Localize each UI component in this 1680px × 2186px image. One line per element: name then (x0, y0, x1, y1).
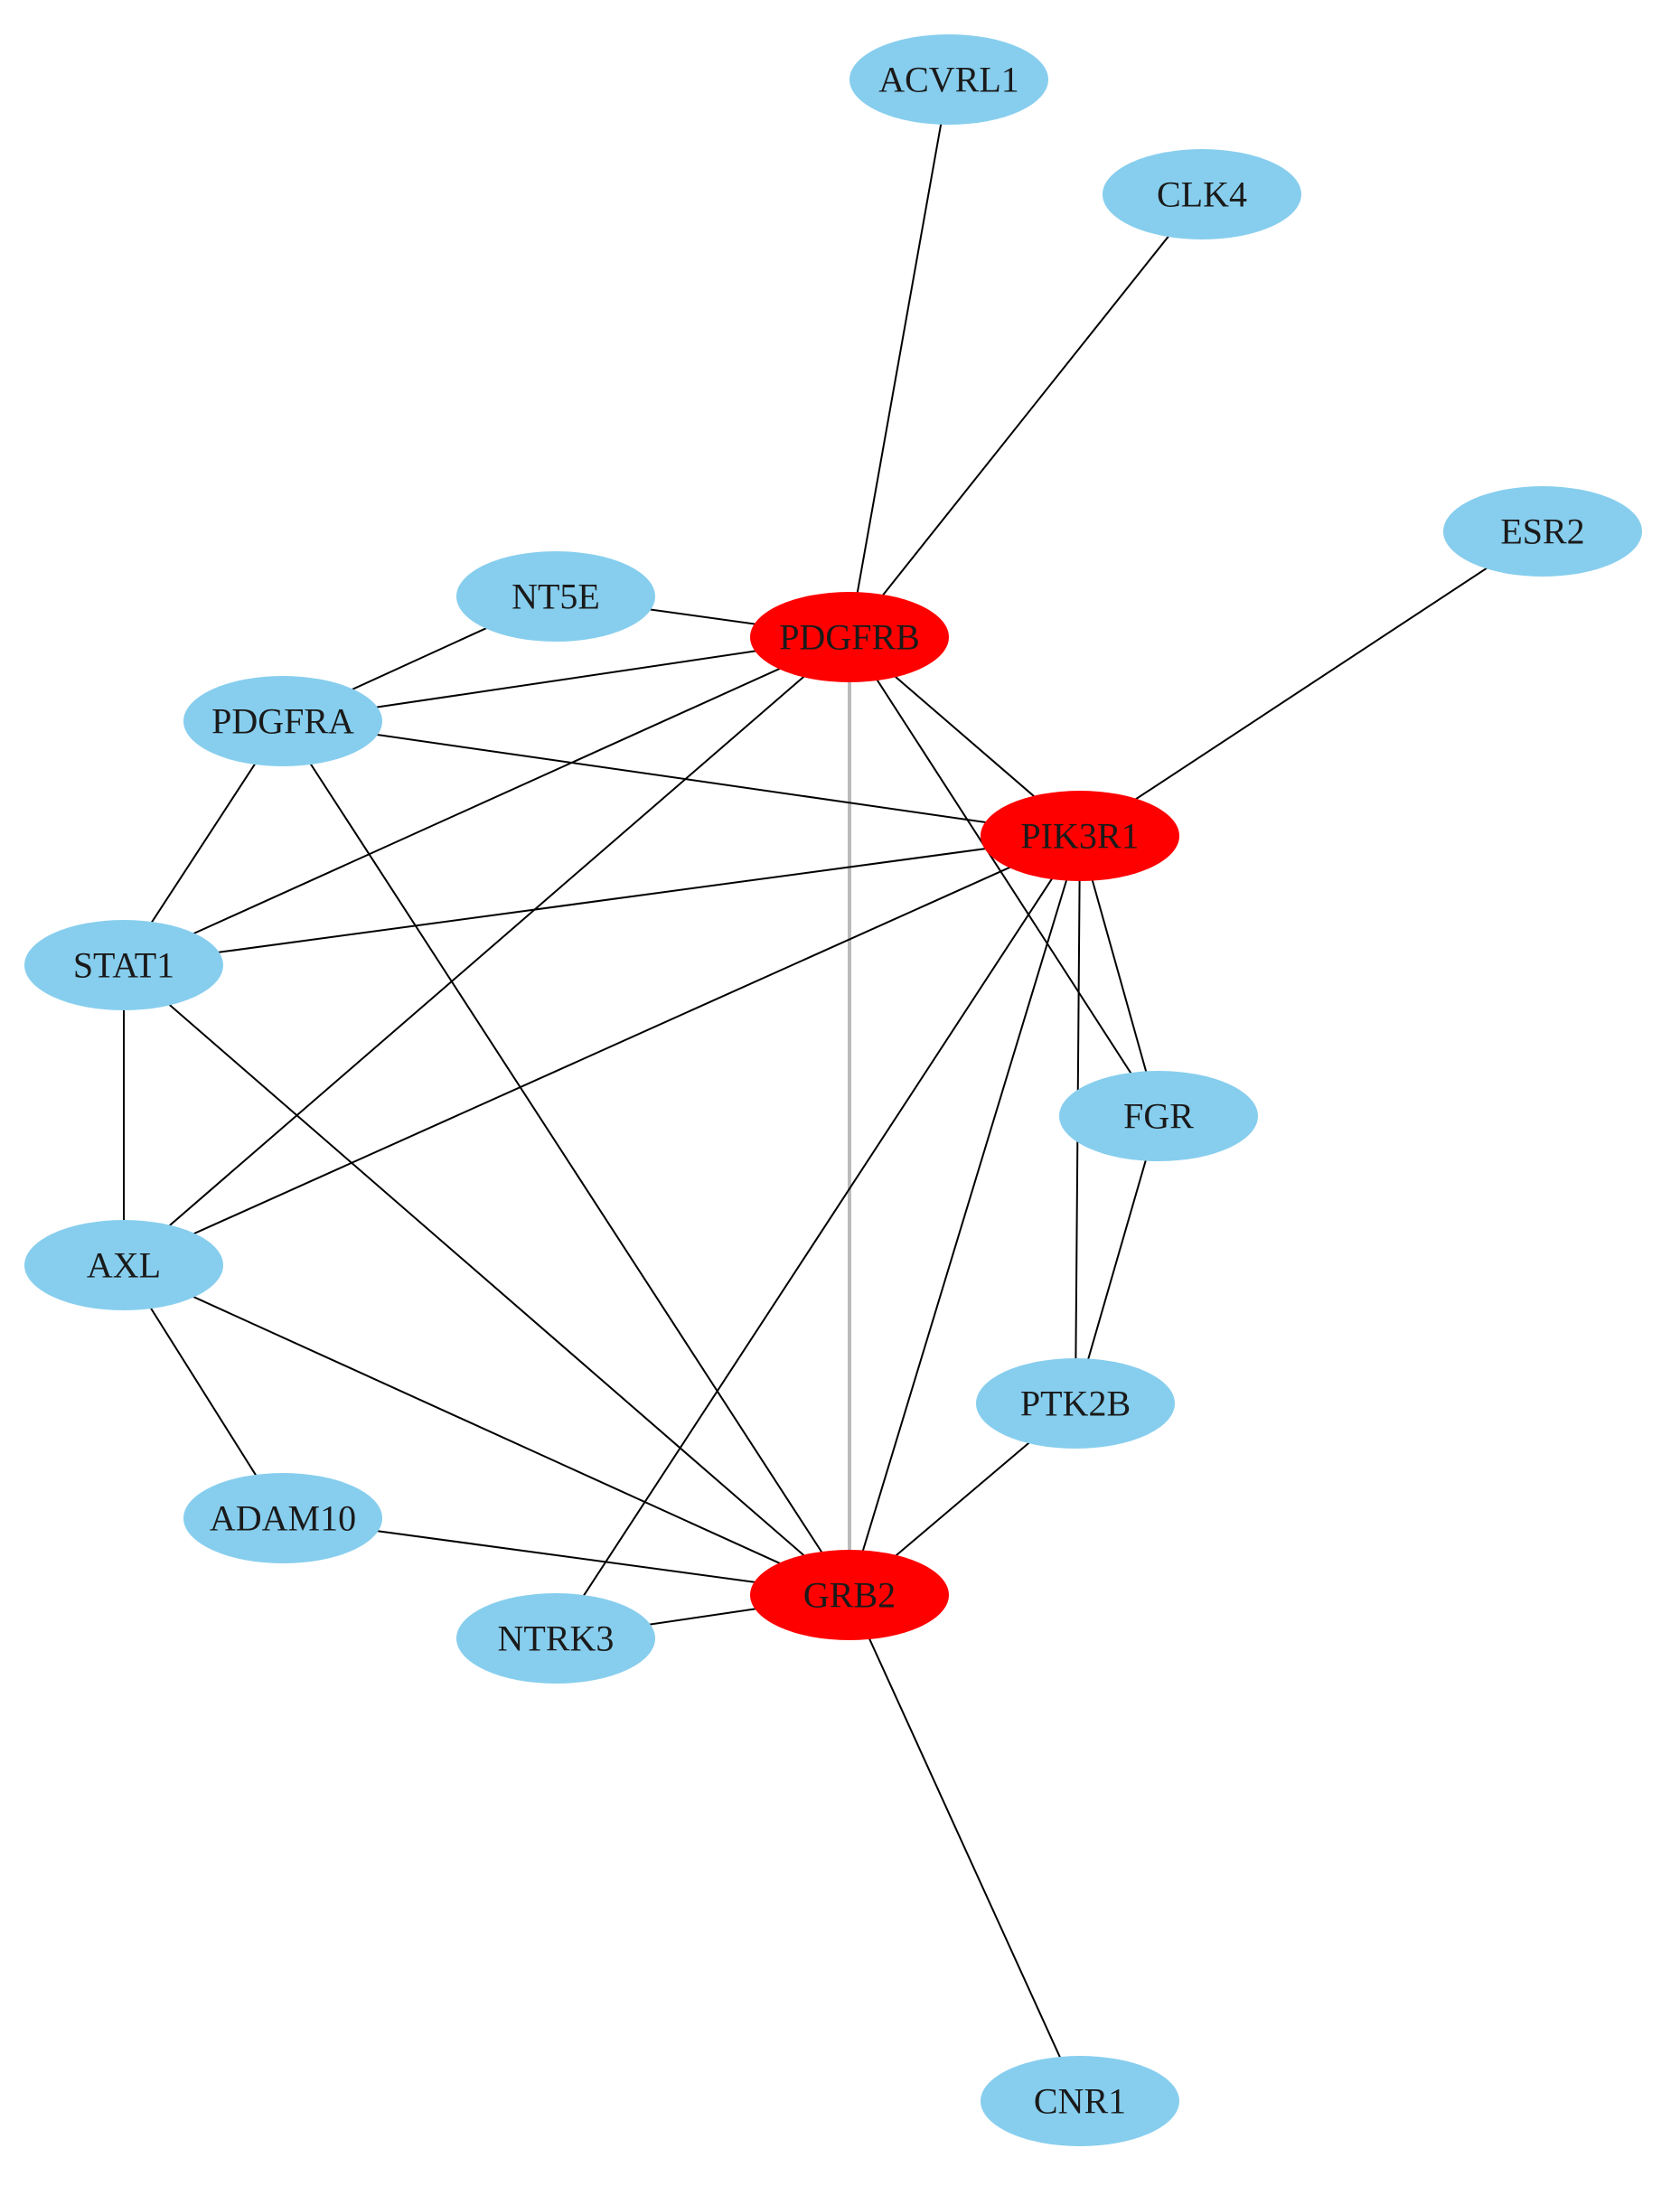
edge-pik3r1-fgr (1079, 835, 1159, 1117)
node-label-pdgfra: PDGFRA (211, 701, 354, 742)
node-esr2: ESR2 (1443, 486, 1642, 577)
node-ellipse-adam10 (183, 1473, 382, 1563)
node-ellipse-stat1 (24, 920, 223, 1010)
node-pik3r1: PIK3R1 (981, 791, 1179, 881)
node-ntrk3: NTRK3 (456, 1593, 655, 1684)
node-nt5e: NT5E (456, 551, 655, 642)
node-label-pik3r1: PIK3R1 (1020, 816, 1139, 857)
node-ellipse-grb2 (750, 1550, 949, 1640)
node-label-fgr: FGR (1123, 1096, 1194, 1137)
node-ellipse-acvrl1 (849, 34, 1048, 125)
node-ellipse-clk4 (1103, 149, 1301, 239)
node-axl: AXL (24, 1220, 223, 1310)
node-label-ptk2b: PTK2B (1020, 1384, 1131, 1424)
node-ellipse-pdgfrb (750, 592, 949, 682)
node-ellipse-ptk2b (976, 1358, 1175, 1449)
node-acvrl1: ACVRL1 (849, 34, 1048, 125)
node-label-cnr1: CNR1 (1034, 2081, 1126, 2122)
node-ptk2b: PTK2B (976, 1358, 1175, 1449)
node-ellipse-nt5e (456, 551, 655, 642)
node-label-esr2: ESR2 (1500, 511, 1584, 552)
edge-pik3r1-stat1 (123, 835, 1081, 966)
node-cnr1: CNR1 (981, 2056, 1179, 2146)
node-ellipse-fgr (1059, 1071, 1258, 1161)
node-ellipse-pdgfra (183, 676, 382, 766)
node-clk4: CLK4 (1103, 149, 1301, 239)
node-label-ntrk3: NTRK3 (498, 1618, 615, 1659)
edge-pik3r1-esr2 (1079, 530, 1544, 837)
node-adam10: ADAM10 (183, 1473, 382, 1563)
edge-pdgfrb-clk4 (849, 193, 1203, 638)
node-label-pdgfrb: PDGFRB (779, 617, 920, 658)
edge-grb2-cnr1 (849, 1594, 1081, 2102)
node-stat1: STAT1 (24, 920, 223, 1010)
node-label-acvrl1: ACVRL1 (878, 60, 1019, 100)
edge-pdgfra-grb2 (282, 720, 850, 1596)
node-ellipse-ntrk3 (456, 1593, 655, 1684)
edge-pik3r1-axl (123, 835, 1081, 1266)
node-label-axl: AXL (87, 1245, 161, 1286)
node-fgr: FGR (1059, 1071, 1258, 1161)
node-label-grb2: GRB2 (803, 1575, 896, 1616)
node-ellipse-esr2 (1443, 486, 1642, 577)
edge-stat1-grb2 (123, 964, 850, 1596)
edge-pdgfrb-fgr (849, 636, 1159, 1117)
edge-fgr-ptk2b (1075, 1115, 1159, 1404)
edge-pik3r1-ntrk3 (555, 835, 1081, 1639)
edge-axl-grb2 (123, 1264, 850, 1596)
edge-pik3r1-grb2 (849, 835, 1081, 1596)
edge-pdgfrb-stat1 (123, 636, 850, 966)
node-label-adam10: ADAM10 (210, 1498, 356, 1539)
node-ellipse-cnr1 (981, 2056, 1179, 2146)
node-pdgfra: PDGFRA (183, 676, 382, 766)
node-grb2: GRB2 (750, 1550, 949, 1640)
node-label-clk4: CLK4 (1157, 174, 1247, 215)
node-label-stat1: STAT1 (73, 945, 174, 986)
node-pdgfrb: PDGFRB (750, 592, 949, 682)
edge-pdgfrb-acvrl1 (849, 79, 950, 638)
node-ellipse-pik3r1 (981, 791, 1179, 881)
node-ellipse-axl (24, 1220, 223, 1310)
edge-pdgfrb-axl (123, 636, 850, 1266)
edge-pik3r1-pdgfra (282, 720, 1081, 837)
node-label-nt5e: NT5E (512, 577, 600, 617)
edges-layer (123, 79, 1544, 2102)
